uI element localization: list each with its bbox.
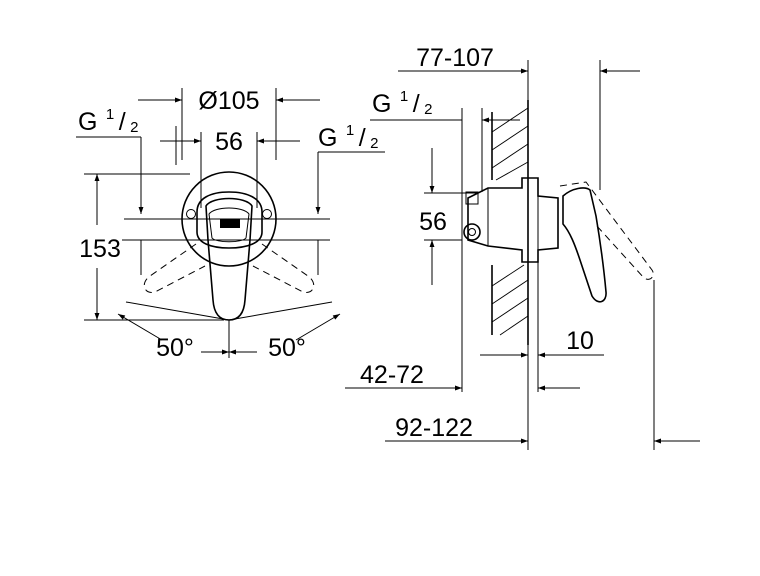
lever-side-raised	[559, 181, 654, 280]
depth-min-label: 42-72	[360, 361, 424, 389]
thread-label-side: G 1 / 2	[372, 88, 432, 118]
lever-side	[562, 187, 607, 303]
offset-label: 10	[566, 327, 594, 355]
depth-range-label: 77-107	[416, 44, 494, 72]
side-view: 77-107 G 1 / 2 56 10 42-72 92-122	[345, 44, 700, 450]
thread-label-right: G 1 / 2	[318, 122, 378, 152]
wall-hatching	[491, 107, 529, 336]
height-label: 153	[79, 235, 121, 263]
screw-right	[262, 209, 272, 219]
lever-base	[196, 191, 263, 249]
thread-label-left: G 1 / 2	[78, 106, 138, 136]
angle-right-label: 50°	[268, 334, 306, 362]
diameter-label: Ø105	[198, 87, 259, 115]
lever-handle	[205, 197, 253, 321]
side-spacing-label: 56	[419, 208, 447, 236]
screw-left	[186, 209, 196, 219]
lever-logo	[220, 219, 240, 228]
mixer-body	[467, 177, 559, 263]
depth-max-label: 92-122	[395, 414, 473, 442]
inlet-port	[463, 223, 481, 241]
front-view: Ø105 56 G 1 / 2 G 1 / 2 153	[76, 87, 385, 362]
angle-left-label: 50°	[156, 334, 194, 362]
inlet-spacing-label: 56	[215, 128, 243, 156]
